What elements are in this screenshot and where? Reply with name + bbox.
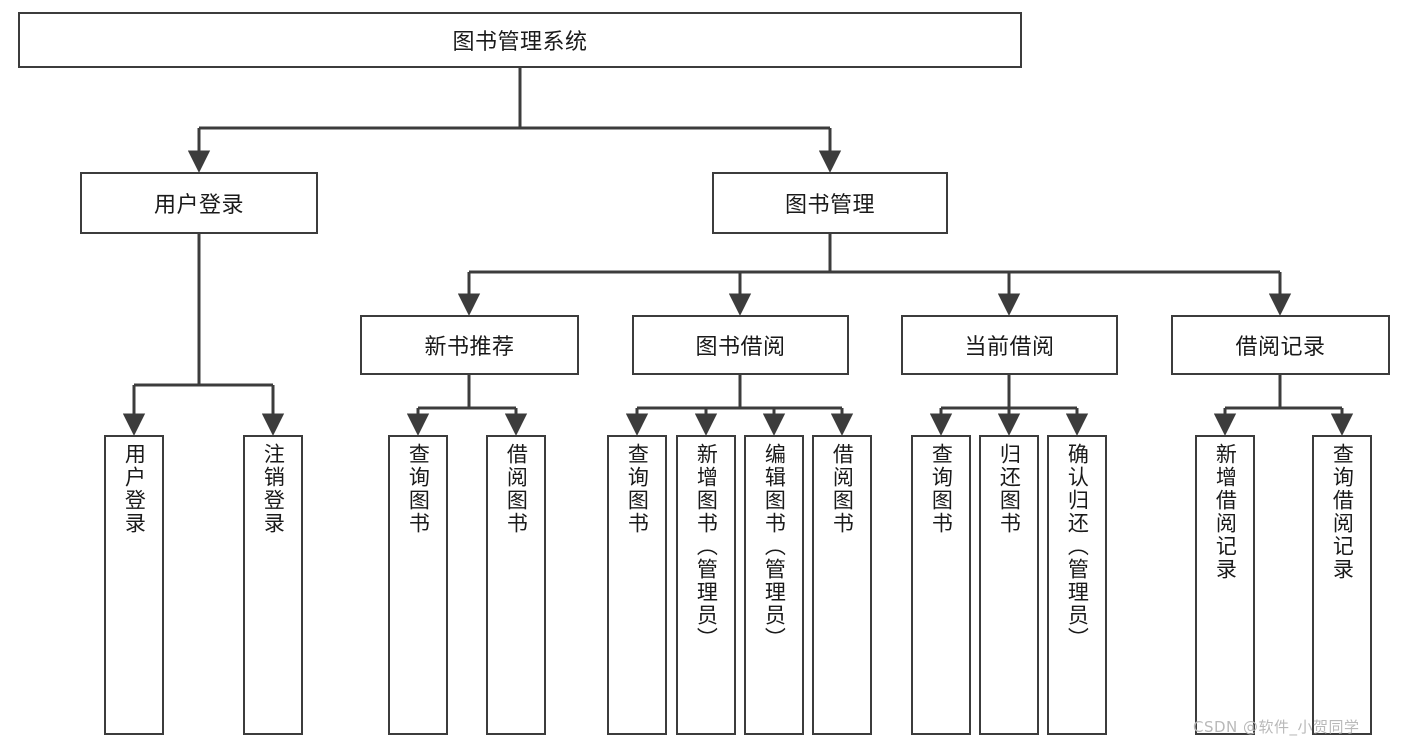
- node-user-login-label: 用户登录: [153, 193, 244, 218]
- node-leaf-confirm-return-label: 确认归还（管理员）: [1065, 443, 1090, 650]
- node-book-borrow-label: 图书借阅: [695, 335, 786, 360]
- node-user-login[interactable]: 用户登录: [80, 172, 318, 234]
- node-leaf-query-book-3-label: 查询图书: [929, 443, 954, 535]
- node-book-borrow[interactable]: 图书借阅: [632, 315, 849, 375]
- node-leaf-query-book-1-label: 查询图书: [406, 443, 431, 535]
- node-book-management-label: 图书管理: [784, 193, 875, 218]
- node-borrow-record[interactable]: 借阅记录: [1171, 315, 1390, 375]
- node-leaf-query-book-2-label: 查询图书: [625, 443, 650, 535]
- node-leaf-add-book-label: 新增图书（管理员）: [694, 443, 719, 650]
- node-leaf-logout[interactable]: 注销登录: [243, 435, 303, 735]
- node-borrow-record-label: 借阅记录: [1235, 335, 1326, 360]
- node-root[interactable]: 图书管理系统: [18, 12, 1022, 68]
- node-leaf-confirm-return[interactable]: 确认归还（管理员）: [1047, 435, 1107, 735]
- node-current-borrow[interactable]: 当前借阅: [901, 315, 1118, 375]
- node-leaf-query-record[interactable]: 查询借阅记录: [1312, 435, 1372, 735]
- node-leaf-query-book-1[interactable]: 查询图书: [388, 435, 448, 735]
- node-leaf-query-record-label: 查询借阅记录: [1330, 443, 1355, 581]
- node-book-management[interactable]: 图书管理: [712, 172, 948, 234]
- node-leaf-borrow-book-1-label: 借阅图书: [504, 443, 529, 535]
- node-new-book-recommend-label: 新书推荐: [424, 335, 515, 360]
- node-current-borrow-label: 当前借阅: [964, 335, 1055, 360]
- node-leaf-query-book-2[interactable]: 查询图书: [607, 435, 667, 735]
- node-leaf-edit-book-label: 编辑图书（管理员）: [762, 443, 787, 650]
- node-leaf-borrow-book-2[interactable]: 借阅图书: [812, 435, 872, 735]
- node-leaf-user-login[interactable]: 用户登录: [104, 435, 164, 735]
- node-leaf-add-record-label: 新增借阅记录: [1213, 443, 1238, 581]
- node-leaf-logout-label: 注销登录: [261, 443, 286, 535]
- node-leaf-user-login-label: 用户登录: [122, 443, 147, 535]
- node-leaf-return-book[interactable]: 归还图书: [979, 435, 1039, 735]
- node-leaf-query-book-3[interactable]: 查询图书: [911, 435, 971, 735]
- node-leaf-borrow-book-1[interactable]: 借阅图书: [486, 435, 546, 735]
- node-leaf-borrow-book-2-label: 借阅图书: [830, 443, 855, 535]
- node-root-label: 图书管理系统: [452, 30, 588, 55]
- node-new-book-recommend[interactable]: 新书推荐: [360, 315, 579, 375]
- node-leaf-add-record[interactable]: 新增借阅记录: [1195, 435, 1255, 735]
- node-leaf-edit-book[interactable]: 编辑图书（管理员）: [744, 435, 804, 735]
- node-leaf-return-book-label: 归还图书: [997, 443, 1022, 535]
- node-leaf-add-book[interactable]: 新增图书（管理员）: [676, 435, 736, 735]
